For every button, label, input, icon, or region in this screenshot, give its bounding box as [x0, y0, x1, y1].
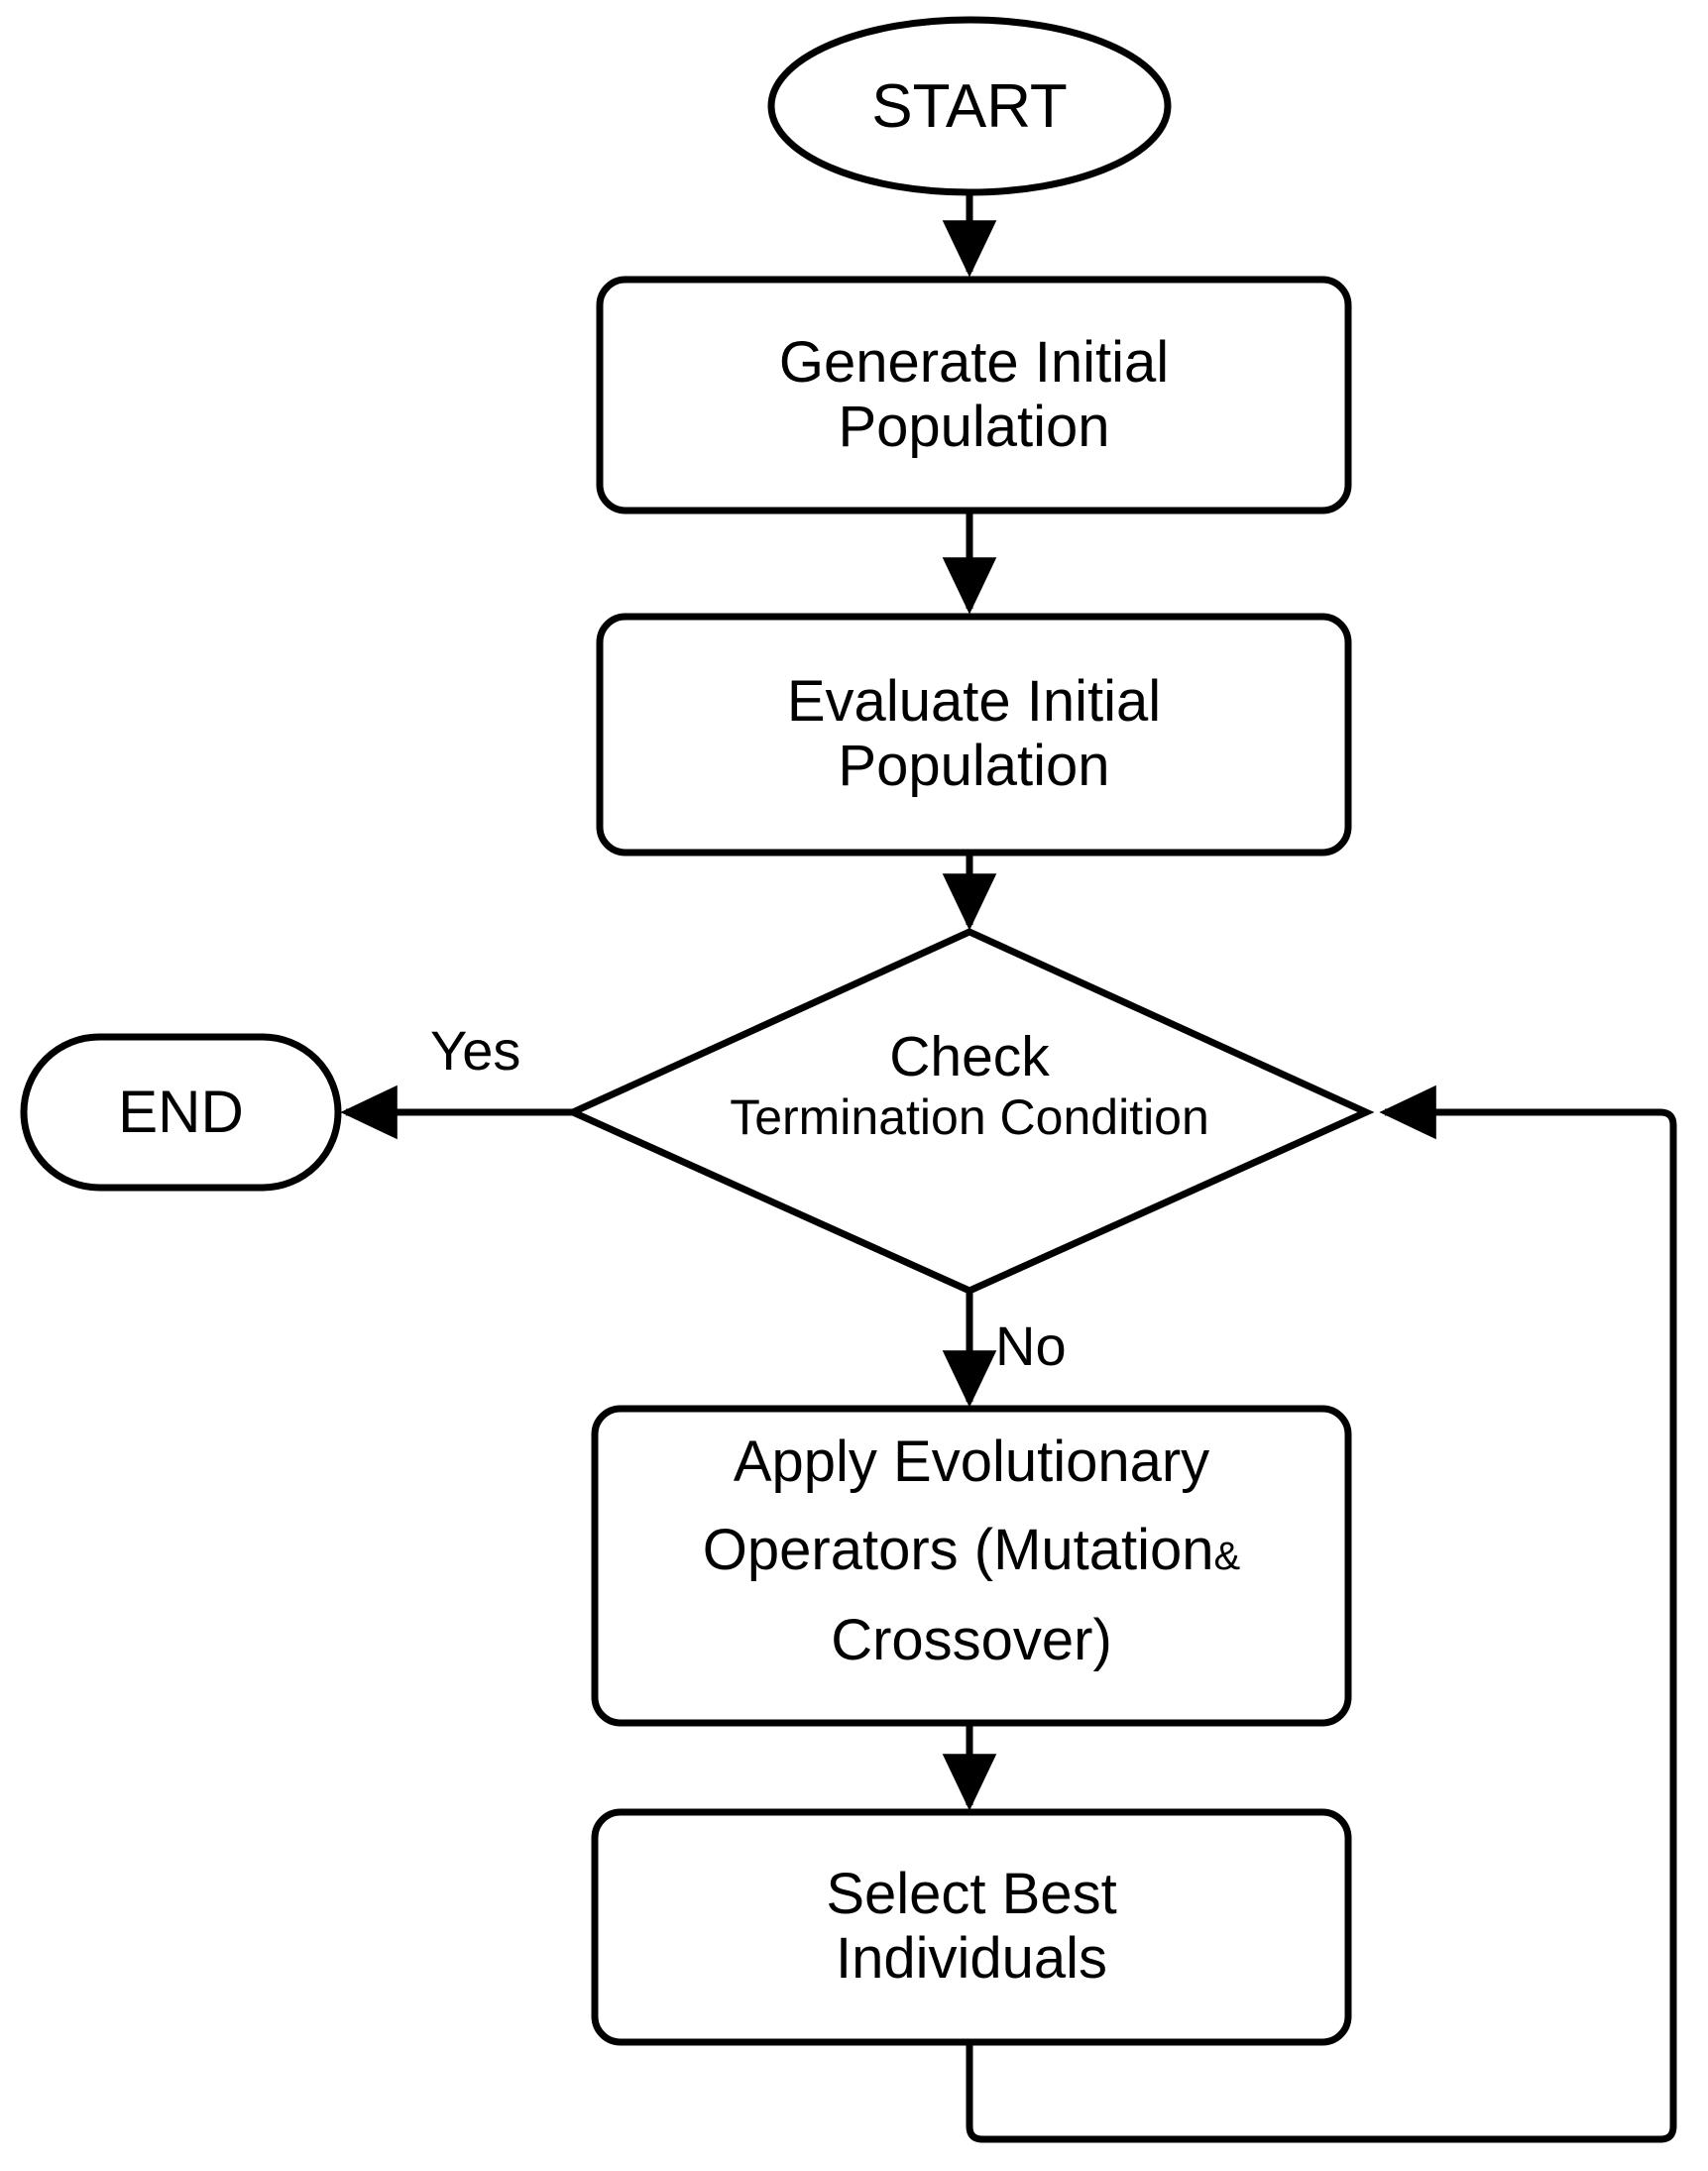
- node-evaluate-shape[interactable]: [596, 613, 1352, 857]
- edge-label-no: No: [995, 1314, 1067, 1377]
- node-decision-shape[interactable]: [564, 928, 1375, 1295]
- node-start-shape[interactable]: [767, 16, 1172, 196]
- node-select-shape[interactable]: [591, 1808, 1352, 2046]
- node-end-shape[interactable]: [20, 1033, 342, 1192]
- edge-select-to-decision-feedback: [966, 1085, 1677, 2143]
- node-generate-shape[interactable]: [596, 276, 1352, 514]
- node-operators-shape[interactable]: [591, 1405, 1352, 1727]
- edge-label-yes: Yes: [430, 1019, 521, 1082]
